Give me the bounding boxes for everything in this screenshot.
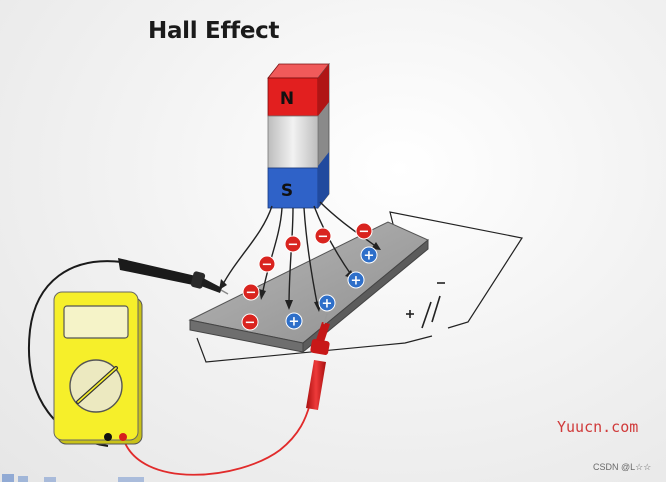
positive-charge: + [347,271,365,289]
multimeter [53,291,143,445]
positive-charge: + [360,246,378,264]
svg-text:+: + [364,249,375,264]
multimeter-red-jack [119,433,127,441]
svg-text:−: − [288,238,299,253]
magnet-middle-section [267,115,319,169]
negative-charge: − [355,222,373,240]
positive-charge: + [285,312,303,330]
negative-charge: − [241,313,259,331]
svg-text:−: − [246,286,257,301]
positive-charges: + + + + [285,246,378,330]
battery-icon [406,282,445,329]
multimeter-display [63,305,129,339]
hall-plate [188,221,429,354]
watermark-csdn: CSDN @L☆☆ [593,462,652,472]
svg-text:+: + [289,315,300,330]
negative-charge: − [258,255,276,273]
negative-charge: − [242,283,260,301]
positive-charge: + [318,294,336,312]
svg-text:+: + [322,297,333,312]
svg-text:−: − [262,258,273,273]
negative-charges: − − − − − − [241,222,373,331]
svg-text:+: + [351,274,362,289]
bar-magnet: N S [267,62,330,210]
magnetic-field-lines [221,201,379,309]
svg-text:−: − [318,230,329,245]
watermark-site: Yuucn.com [557,418,639,436]
negative-charge: − [314,227,332,245]
negative-charge: − [284,235,302,253]
svg-text:−: − [245,316,256,331]
magnet-south-label: S [281,181,293,201]
magnet-south-pole [267,167,319,209]
diagram-title: Hall Effect [148,18,280,44]
svg-text:−: − [359,225,370,240]
magnet-north-label: N [280,89,294,109]
red-probe [122,313,330,476]
multimeter-black-jack [104,433,112,441]
cropped-taskbar-icons [2,474,144,482]
